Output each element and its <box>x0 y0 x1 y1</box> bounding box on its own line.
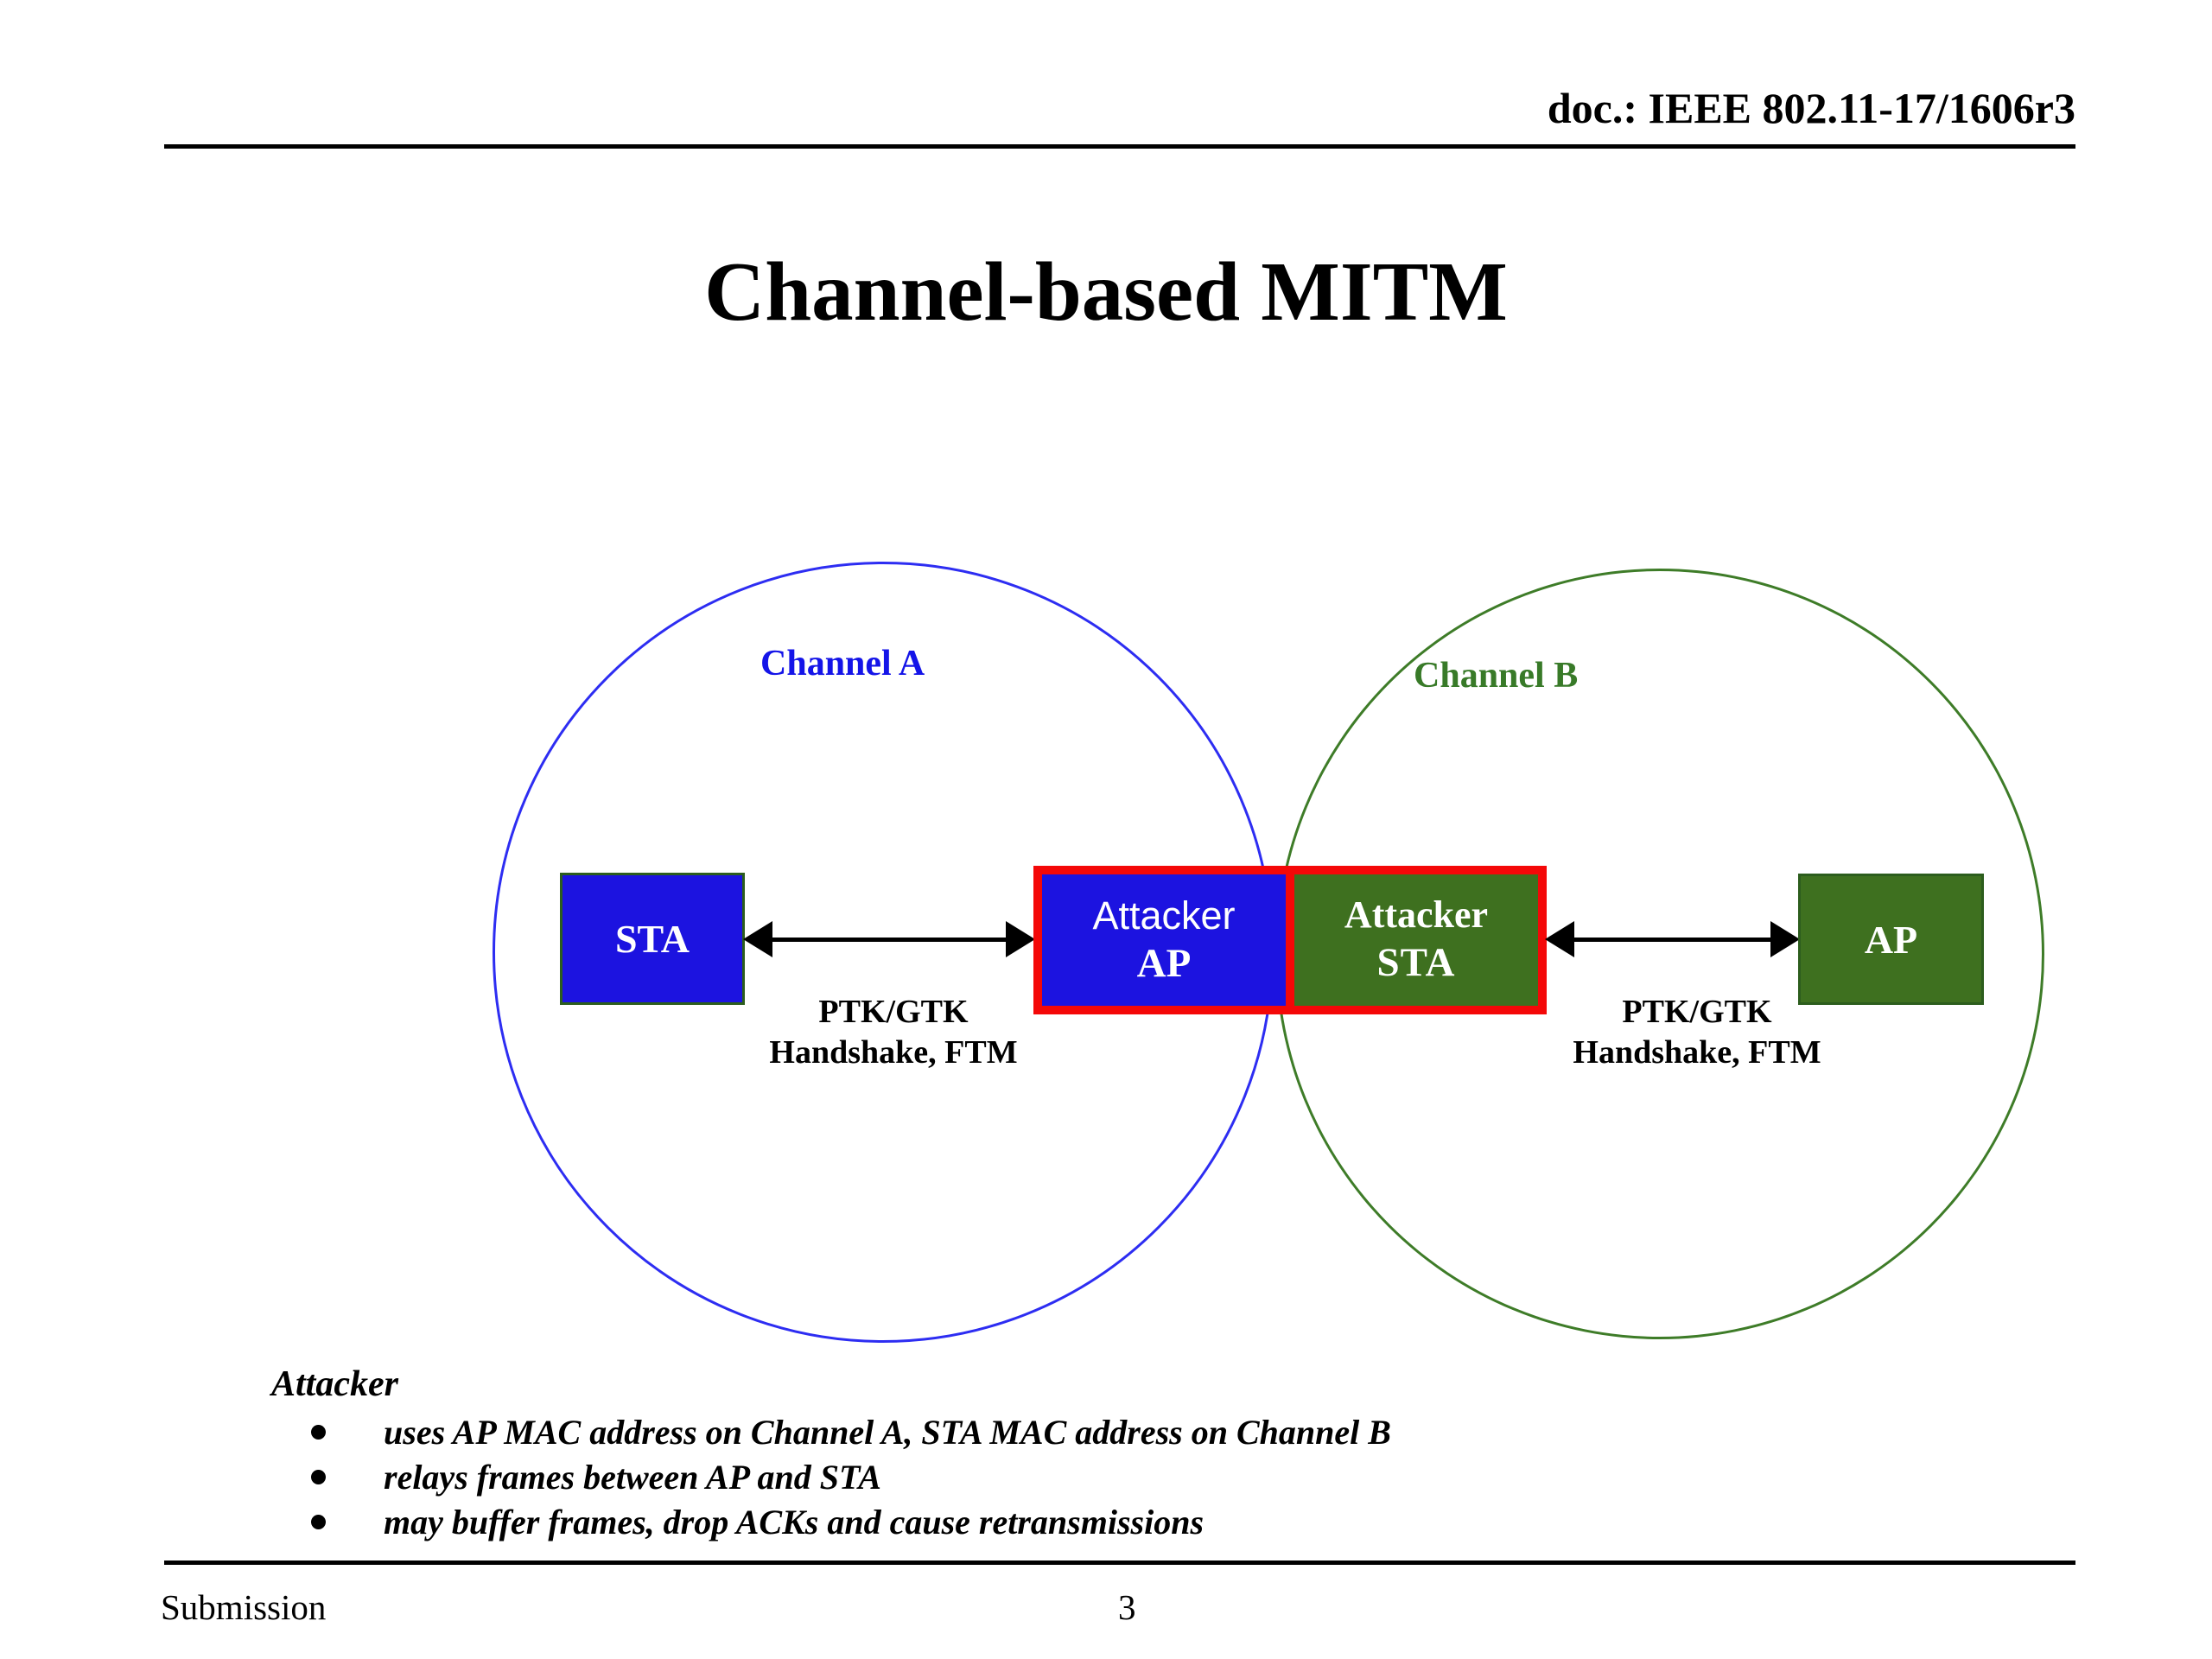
page-number: 3 <box>1118 1587 1136 1627</box>
link-a-label: PTK/GTK Handshake, FTM <box>721 992 1066 1073</box>
bullet-icon <box>311 1515 326 1529</box>
link-a-line1: PTK/GTK <box>818 994 969 1030</box>
sta-box-label: STA <box>614 917 690 961</box>
footer-submission: Submission <box>161 1587 327 1627</box>
attacker-ap-line1: Attacker <box>1092 893 1236 938</box>
bullet-item: may buffer frames, drop ACKs and cause r… <box>311 1502 1204 1542</box>
bullet-item: uses AP MAC address on Channel A, STA MA… <box>311 1412 1391 1452</box>
link-a-line2: Handshake, FTM <box>769 1034 1018 1071</box>
attacker-sta-line1: Attacker <box>1344 893 1489 937</box>
ap-box: AP <box>1798 874 1984 1005</box>
arrow-right-head-icon <box>1006 921 1035 957</box>
channel-b-label: Channel B <box>1414 656 1579 696</box>
attacker-ap-line2: AP <box>1136 940 1192 986</box>
bullet-item: relays frames between AP and STA <box>311 1457 881 1497</box>
document-id: doc.: IEEE 802.11-17/1606r3 <box>1547 84 2075 132</box>
link-b-label: PTK/GTK Handshake, FTM <box>1524 992 1870 1073</box>
link-b-line2: Handshake, FTM <box>1573 1034 1821 1071</box>
arrow-right-head-icon <box>1770 921 1800 957</box>
bullet-text: may buffer frames, drop ACKs and cause r… <box>384 1503 1205 1541</box>
arrow-left-head-icon <box>1545 921 1574 957</box>
attacker-sta-line2: STA <box>1376 940 1456 986</box>
sta-attacker-arrow <box>743 920 1035 958</box>
attacker-sta-box: Attacker STA <box>1294 874 1538 1006</box>
arrow-shaft <box>772 937 1006 942</box>
attacker-ap-arrow <box>1545 920 1800 958</box>
sta-box: STA <box>560 873 745 1005</box>
attacker-ap-box: Attacker AP <box>1042 874 1286 1006</box>
ap-box-label: AP <box>1864 917 1918 962</box>
notes-heading: Attacker <box>271 1364 398 1404</box>
attacker-combo-box: Attacker AP Attacker STA <box>1033 866 1547 1014</box>
bullet-icon <box>311 1425 326 1440</box>
header-rule <box>164 144 2075 149</box>
bullet-text: uses AP MAC address on Channel A, STA MA… <box>384 1413 1391 1452</box>
channel-a-label: Channel A <box>760 644 925 683</box>
slide-title: Channel-based MITM <box>704 245 1508 338</box>
arrow-shaft <box>1574 937 1770 942</box>
footer-rule <box>164 1560 2075 1565</box>
link-b-line1: PTK/GTK <box>1622 994 1772 1030</box>
bullet-icon <box>311 1470 326 1484</box>
bullet-text: relays frames between AP and STA <box>384 1458 881 1497</box>
arrow-left-head-icon <box>743 921 772 957</box>
